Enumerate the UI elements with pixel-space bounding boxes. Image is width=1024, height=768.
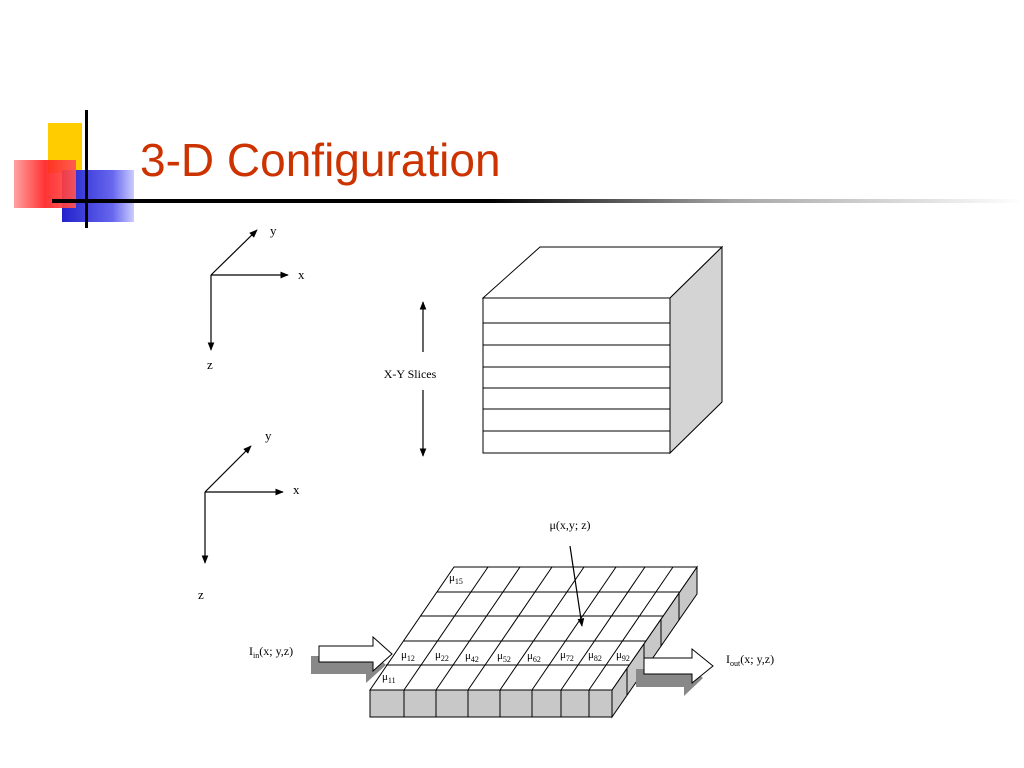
- output-label: Iout(x; y,z): [726, 652, 774, 668]
- grid-col-line: [467, 566, 553, 691]
- top-axis-z-label: z: [207, 357, 213, 372]
- bottom-axis-z-label: z: [198, 587, 204, 602]
- output-arrow: Iout(x; y,z): [636, 647, 774, 696]
- row-cell-label: μ82: [588, 649, 602, 663]
- row-cell-label: μ22: [435, 649, 449, 663]
- cell-label-corner: μ11: [382, 671, 396, 685]
- top-axis-x-label: x: [298, 267, 305, 282]
- grid-col-line: [560, 566, 646, 691]
- row-cell-label: μ52: [497, 650, 511, 664]
- cell-label-top: μ15: [449, 572, 463, 586]
- bottom-axis-y-label: y: [265, 428, 272, 443]
- input-arrow-shape: [318, 635, 393, 673]
- grid-col-line: [588, 566, 674, 691]
- page-title: 3-D Configuration: [140, 134, 501, 186]
- grid-col-line: [499, 566, 585, 691]
- row-cell-label: μ12: [401, 649, 415, 663]
- title-underline: [52, 199, 1024, 203]
- cube-front-face: [482, 297, 671, 454]
- voxel-slab: μ15 μ12 μ22 μ42 μ52 μ62 μ72 μ82 μ92 μ11: [369, 565, 698, 719]
- bottom-axes: y x z: [198, 428, 300, 602]
- logo-vertical-line: [85, 110, 88, 228]
- slab-top-face: [369, 566, 698, 691]
- input-arrow: Iin(x; y,z): [249, 635, 393, 683]
- point-label: μ(x,y; z): [549, 518, 590, 532]
- row-cell-label: μ42: [465, 650, 479, 664]
- slab-top-grid: [386, 566, 680, 691]
- top-axes: y x z: [207, 223, 305, 372]
- row-cell-label: μ92: [616, 649, 630, 663]
- point-pointer-arrow: [569, 545, 585, 627]
- row-cell-labels: μ12 μ22 μ42 μ52 μ62 μ72 μ82 μ92: [401, 649, 630, 664]
- slab-front-face: [369, 689, 613, 718]
- row-cell-label: μ72: [560, 649, 574, 663]
- point-annotation: μ(x,y; z): [549, 518, 591, 627]
- input-label: Iin(x; y,z): [249, 644, 293, 660]
- grid-col-line: [403, 566, 489, 691]
- grid-col-line: [531, 566, 617, 691]
- slice-cube: [481, 245, 724, 455]
- bottom-axis-y-arrow: [204, 445, 252, 493]
- row-cell-label: μ62: [527, 650, 541, 664]
- bottom-axis-x-label: x: [293, 482, 300, 497]
- slices-indicator: X-Y Slices: [384, 301, 437, 457]
- top-axis-y-label: y: [270, 223, 277, 238]
- top-axis-y-arrow: [210, 229, 258, 276]
- output-arrow-shape: [643, 647, 714, 685]
- slices-label: X-Y Slices: [384, 367, 437, 381]
- grid-col-line: [435, 566, 521, 691]
